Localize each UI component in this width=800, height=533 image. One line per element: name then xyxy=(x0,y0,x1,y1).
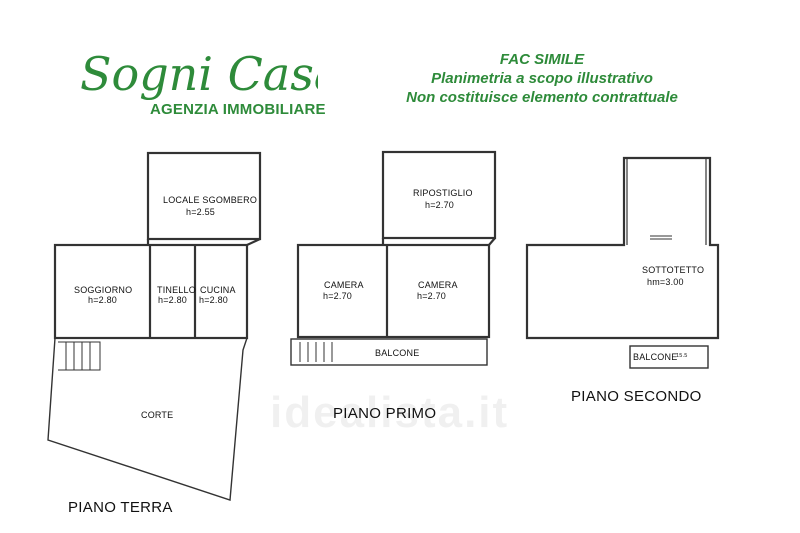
room-camera-2-height: h=2.70 xyxy=(417,291,446,301)
room-soggiorno-name: SOGGIORNO xyxy=(74,285,132,295)
room-tinello-height: h=2.80 xyxy=(158,295,187,305)
note-line-1: FAC SIMILE xyxy=(499,51,585,68)
room-camera-1-height: h=2.70 xyxy=(323,291,352,301)
logo-subtitle: AGENZIA IMMOBILIARE xyxy=(150,101,326,118)
second-floor-plan xyxy=(525,156,720,369)
room-locale-sgombero-height: h=2.55 xyxy=(186,207,215,217)
area-balcone-second-name: BALCONE xyxy=(633,352,677,362)
floor-title-secondo: PIANO SECONDO xyxy=(571,388,702,405)
room-cucina-name: CUCINA xyxy=(200,285,236,295)
area-balcone-first-name: BALCONE xyxy=(375,348,419,358)
room-ripostiglio-name: RIPOSTIGLIO xyxy=(413,188,473,198)
first-floor-plan xyxy=(290,150,497,366)
room-tinello-name: TINELLO xyxy=(157,285,196,295)
area-corte-name: CORTE xyxy=(141,410,173,420)
logo-script-text: Sogni Casa xyxy=(80,47,318,101)
room-camera-1-name: CAMERA xyxy=(324,280,364,290)
room-locale-sgombero-name: LOCALE SGOMBERO xyxy=(163,195,257,205)
room-cucina-height: h=2.80 xyxy=(199,295,228,305)
room-camera-2-name: CAMERA xyxy=(418,280,458,290)
room-sottotetto-name: SOTTOTETTO xyxy=(642,265,704,275)
area-balcone-second-dimension: 15.5 xyxy=(676,353,688,359)
note-line-3: Non costituisce elemento contrattuale xyxy=(406,89,678,106)
room-sottotetto-height: hm=3.00 xyxy=(647,277,684,287)
floor-title-primo: PIANO PRIMO xyxy=(333,405,436,422)
logo-script: Sogni Casa xyxy=(80,47,318,101)
watermark: idealista.it xyxy=(270,388,510,437)
room-soggiorno-height: h=2.80 xyxy=(88,295,117,305)
note-line-2: Planimetria a scopo illustrativo xyxy=(431,70,653,87)
disclaimer-note: FAC SIMILE Planimetria a scopo illustrat… xyxy=(362,50,722,107)
ground-floor-plan xyxy=(47,151,262,501)
floor-title-terra: PIANO TERRA xyxy=(68,499,173,516)
room-ripostiglio-height: h=2.70 xyxy=(425,200,454,210)
